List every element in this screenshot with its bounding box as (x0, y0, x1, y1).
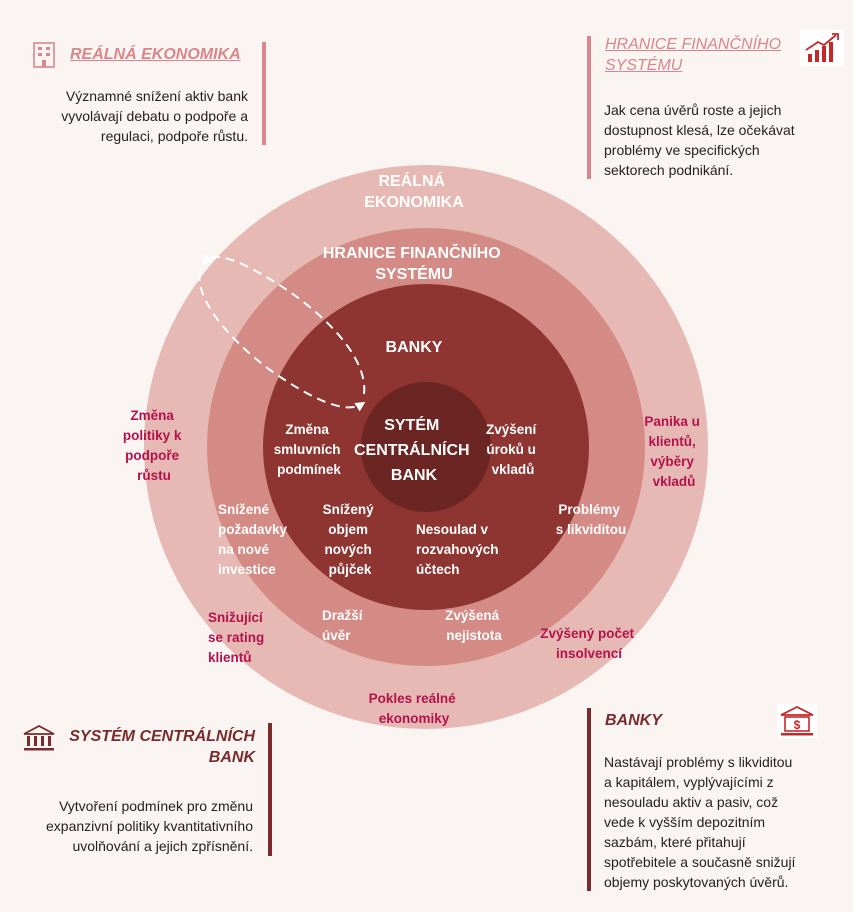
panel-central-banks-bar (268, 723, 272, 856)
label-problemy-likvidity: Problémy s likviditou (556, 502, 627, 537)
bank-icon (23, 724, 55, 751)
label-panika: Panika u klientů, výběry vkladů (644, 414, 703, 489)
label-snizujici-rating: Snižující se rating klientů (208, 610, 268, 665)
banks-ring-title: BANKY (386, 339, 443, 356)
rising-chart-icon (800, 30, 844, 66)
label-zvyseny-pocet: Zvýšený počet insolvencí (540, 626, 638, 661)
label-zvysena-nejistota: Zvýšená nejistota (445, 608, 503, 643)
panel-financial-boundary-bar (587, 36, 591, 179)
label-pokles: Pokles reálné ekonomiky (369, 691, 460, 726)
building-icon (33, 42, 55, 68)
panel-central-banks-text: Vytvoření podmínek pro změnu expanzivní … (46, 798, 253, 854)
label-zmena-podminek: Změna smluvních podmínek (274, 422, 345, 477)
label-nesoulad: Nesoulad v rozvahových účtech (416, 522, 502, 577)
panel-central-banks-title: SYSTÉM CENTRÁLNÍCH BANK (69, 728, 255, 766)
core-title: SYTÉM CENTRÁLNÍCH BANK (354, 415, 474, 484)
panel-real-economy-text: Významné snížení aktiv bank vyvolávají d… (61, 88, 248, 144)
label-drazsi-uver: Dražší úvěr (322, 608, 366, 643)
loop-arrow-upper (202, 254, 366, 395)
dashed-feedback-loop (198, 254, 366, 412)
panel-financial-boundary-text: Jak cena úvěrů roste a jejich dostupnost… (604, 102, 795, 178)
label-zmena-politiky: Změna politiky k podpoře růstu (123, 408, 185, 483)
outer-ring-title: REÁLNÁ EKONOMIKA (364, 171, 464, 211)
label-zvyseni-uroku: Zvýšení úroků u vkladů (486, 422, 540, 477)
middle-ring-title: HRANICE FINANČNÍHO SYSTÉMU (323, 243, 505, 283)
central-bank-core (361, 382, 491, 512)
panel-real-economy-bar (262, 42, 266, 145)
dollar-bank-icon: $ (777, 704, 817, 738)
svg-text:$: $ (794, 718, 801, 732)
panel-banks-title: BANKY (605, 712, 662, 729)
label-snizene-pozadavky: Snížené požadavky na nové investice (218, 502, 291, 577)
loop-arrow-lower (198, 271, 366, 412)
panel-financial-boundary-title: HRANICE FINANČNÍHO SYSTÉMU (605, 36, 782, 74)
panel-banks-text: Nastávají problémy s likviditou a kapitá… (604, 754, 796, 890)
panel-real-economy-title: REÁLNÁ EKONOMIKA (70, 46, 241, 63)
label-snizeny-objem: Snížený objem nových půjček (323, 502, 378, 577)
panel-banks-bar (587, 708, 591, 891)
